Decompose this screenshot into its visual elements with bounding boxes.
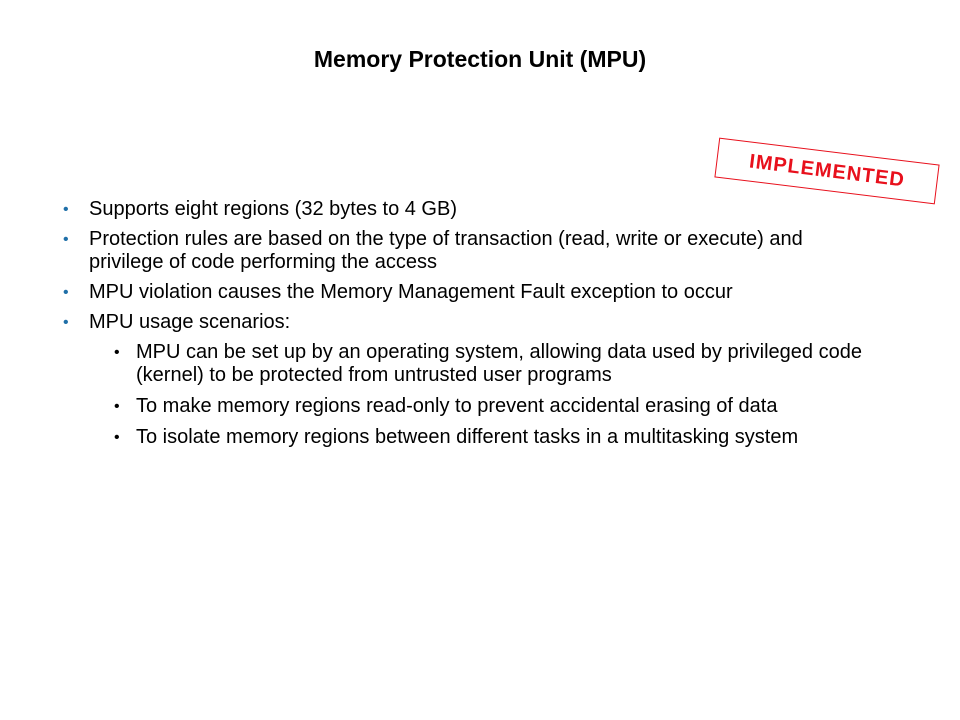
sub-bullet-dot-icon: • bbox=[114, 398, 120, 415]
bullet-dot-icon: • bbox=[63, 284, 69, 301]
sub-bullet-item: • To isolate memory regions between diff… bbox=[60, 426, 887, 449]
bullet-text: MPU violation causes the Memory Manageme… bbox=[89, 281, 733, 303]
sub-bullet-text: To make memory regions read-only to prev… bbox=[136, 395, 778, 417]
bullet-dot-icon: • bbox=[63, 314, 69, 331]
stamp-text: IMPLEMENTED bbox=[748, 150, 907, 191]
sub-bullet-dot-icon: • bbox=[114, 429, 120, 446]
bullet-list: • Supports eight regions (32 bytes to 4 … bbox=[60, 198, 900, 457]
bullet-text: Supports eight regions (32 bytes to 4 GB… bbox=[89, 198, 457, 220]
sub-bullet-dot-icon: • bbox=[114, 344, 120, 361]
bullet-item: • Protection rules are based on the type… bbox=[60, 228, 809, 274]
bullet-item: • MPU violation causes the Memory Manage… bbox=[60, 281, 900, 304]
bullet-text: MPU usage scenarios: bbox=[89, 311, 291, 333]
bullet-item: • Supports eight regions (32 bytes to 4 … bbox=[60, 198, 900, 221]
implemented-stamp: IMPLEMENTED bbox=[714, 137, 940, 205]
sub-bullet-text: To isolate memory regions between differ… bbox=[136, 426, 799, 448]
sub-bullet-item: • To make memory regions read-only to pr… bbox=[60, 395, 887, 418]
sub-bullet-text: MPU can be set up by an operating system… bbox=[136, 341, 862, 386]
sub-bullet-list: • MPU can be set up by an operating syst… bbox=[89, 341, 900, 449]
bullet-text: Protection rules are based on the type o… bbox=[89, 228, 803, 273]
bullet-dot-icon: • bbox=[63, 201, 69, 218]
sub-bullet-item: • MPU can be set up by an operating syst… bbox=[60, 341, 887, 387]
bullet-dot-icon: • bbox=[63, 231, 69, 248]
slide-title: Memory Protection Unit (MPU) bbox=[313, 46, 647, 72]
bullet-item: • MPU usage scenarios: • MPU can be set … bbox=[60, 311, 900, 449]
